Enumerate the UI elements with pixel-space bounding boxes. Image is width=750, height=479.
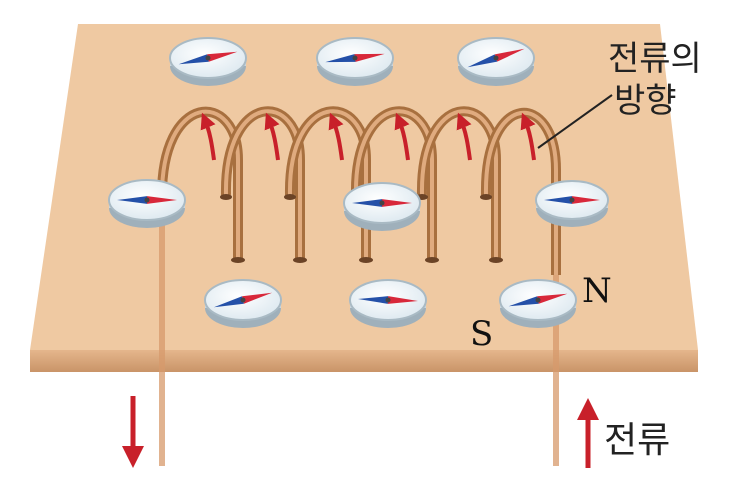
- compass-icon: [108, 179, 186, 228]
- compass-pivot: [569, 197, 575, 203]
- compass-pivot: [493, 55, 499, 61]
- compass-pivot: [352, 55, 358, 61]
- board-hole: [231, 257, 245, 263]
- compass-needle-south: [358, 296, 389, 304]
- current-arrow: [456, 112, 472, 161]
- compass-needle-south: [117, 196, 147, 204]
- compass-needle-north: [147, 196, 177, 204]
- compass-icon: [343, 182, 421, 231]
- current-direction-label-line2: 방향: [614, 81, 677, 121]
- label-pointer-line: [537, 94, 613, 149]
- board-hole: [489, 257, 503, 263]
- pole-label-north: N: [582, 271, 612, 311]
- pole-label-south: S: [470, 314, 493, 354]
- compass-icon: [316, 37, 394, 86]
- compass-pivot: [385, 297, 391, 303]
- compass-needle: [352, 199, 412, 207]
- compass-needle-south: [213, 296, 244, 308]
- compass-pivot: [240, 297, 246, 303]
- current-arrow: [200, 112, 216, 161]
- current-arrow: [264, 112, 280, 161]
- compass-needle-north: [207, 51, 238, 62]
- compass-pivot: [535, 297, 541, 303]
- current-arrow: [328, 112, 344, 161]
- compasses: [108, 37, 609, 328]
- compass-icon: [535, 180, 609, 227]
- compass-icon: [499, 279, 577, 328]
- board-hole: [425, 257, 439, 263]
- compass-needle: [325, 53, 385, 63]
- compass-needle: [544, 196, 600, 204]
- board-hole: [480, 194, 492, 200]
- compass-needle-south: [178, 54, 209, 65]
- compass-needle-south: [352, 199, 382, 207]
- compass-icon: [457, 37, 535, 86]
- compass-needle-north: [537, 293, 568, 304]
- compass-needle-south: [467, 54, 498, 68]
- arrow-down-icon: [122, 396, 144, 468]
- compass-needle-south: [325, 54, 356, 63]
- compass-icon: [169, 37, 247, 86]
- board-hole: [284, 194, 296, 200]
- board-hole: [293, 257, 307, 263]
- compass-pivot: [205, 55, 211, 61]
- compass-needle: [467, 48, 525, 68]
- arrow-up-icon: [577, 398, 599, 468]
- compass-pivot: [144, 197, 150, 203]
- compass-needle-north: [572, 196, 600, 204]
- compass-needle-south: [508, 296, 539, 307]
- compass-needle-north: [242, 292, 273, 304]
- coil: [156, 106, 561, 275]
- compass-icon: [349, 279, 427, 328]
- compass-needle-north: [494, 48, 525, 62]
- board-hole: [220, 194, 232, 200]
- board-hole: [359, 257, 373, 263]
- current-direction-label: 전류의 방향: [608, 39, 702, 121]
- compass-needle: [213, 292, 273, 308]
- current-label: 전류: [604, 420, 670, 461]
- compass-needle-north: [382, 199, 412, 207]
- current-arrow: [520, 112, 536, 161]
- compass-needle: [508, 293, 568, 307]
- compass-needle-south: [544, 196, 572, 204]
- current-arrow: [394, 112, 410, 161]
- compass-needle-north: [387, 296, 418, 304]
- compass-pivot: [379, 200, 385, 206]
- compass-needle: [178, 51, 238, 65]
- coil-current-arrows: [200, 112, 536, 161]
- compass-needle: [117, 196, 177, 204]
- board-front-edge: [30, 350, 698, 372]
- current-direction-label-line1: 전류의: [608, 39, 702, 79]
- compass-needle-north: [354, 53, 385, 62]
- compass-icon: [204, 279, 282, 328]
- compass-needle: [358, 296, 418, 304]
